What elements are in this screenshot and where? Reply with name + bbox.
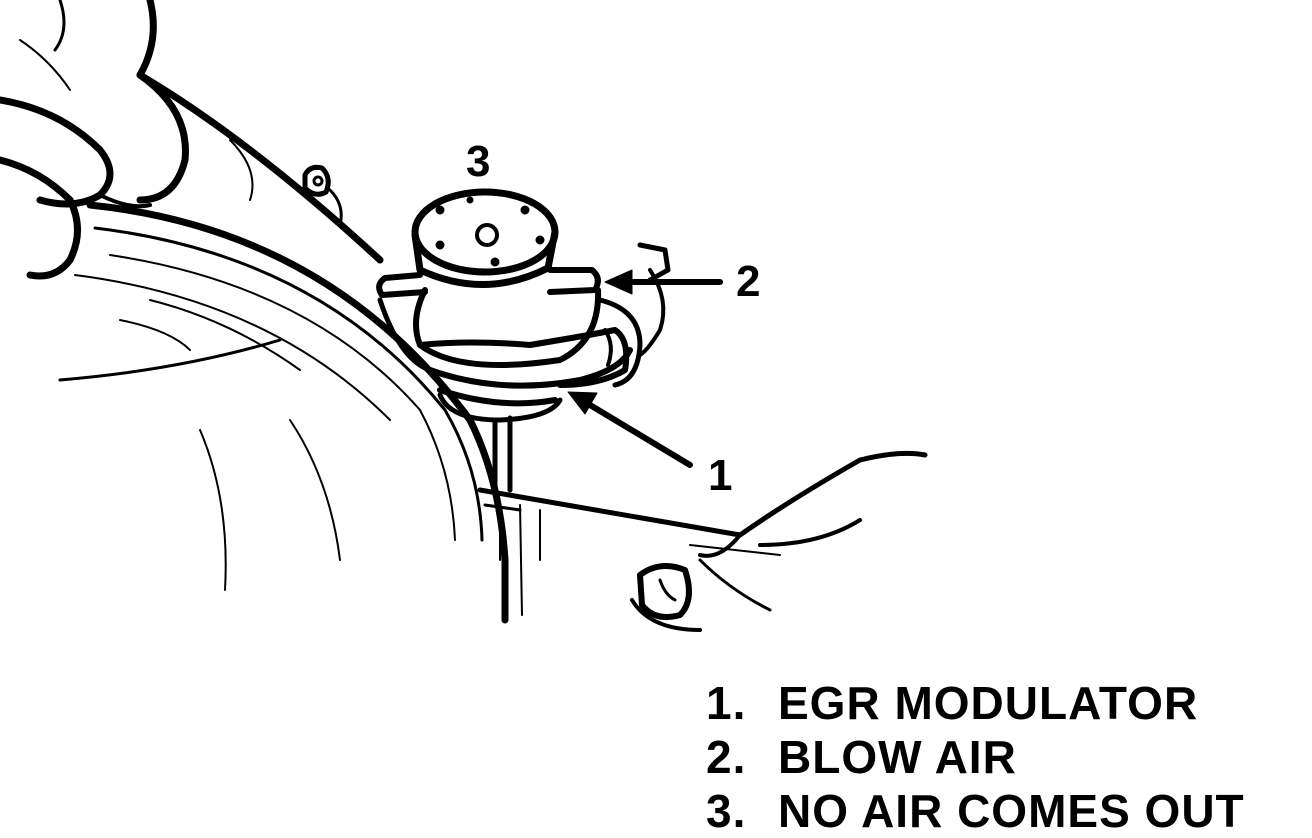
- legend-item: 3. NO AIR COMES OUT: [706, 784, 1245, 838]
- legend-item-text: NO AIR COMES OUT: [778, 785, 1245, 837]
- legend-item-number: 3.: [706, 785, 747, 837]
- modulator-cap: [411, 188, 559, 288]
- hose-clamp-bolt: [302, 164, 343, 227]
- legend-item-number: 1.: [706, 677, 747, 729]
- callout-arrows: [567, 269, 723, 468]
- legend-item: 2. BLOW AIR: [706, 730, 1245, 784]
- legend-item-number: 2.: [706, 731, 747, 783]
- legend-list: 1. EGR MODULATOR 2. BLOW AIR 3. NO AIR C…: [706, 676, 1245, 838]
- air-cleaner-housing: [58, 201, 509, 624]
- callout-label-1: 1: [708, 451, 733, 500]
- callout-label-3: 3: [466, 137, 491, 186]
- modulator-stem: [477, 415, 743, 616]
- legend-item-text: BLOW AIR: [778, 731, 1017, 783]
- legend-item-text: EGR MODULATOR: [778, 677, 1199, 729]
- callout-label-2: 2: [736, 257, 761, 306]
- manifold-and-bolt: [630, 450, 928, 632]
- hand-fingers: [0, 0, 384, 280]
- legend-item: 1. EGR MODULATOR: [706, 676, 1245, 730]
- modulator-body: [377, 242, 671, 423]
